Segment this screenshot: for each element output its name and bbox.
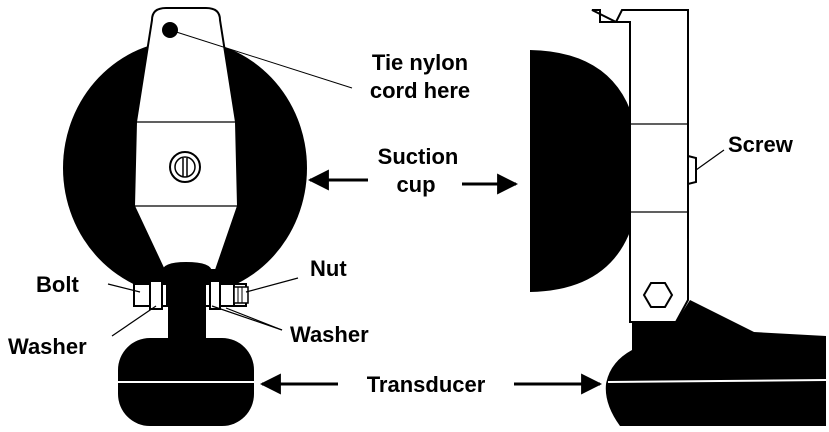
screw-label: Screw [728,132,794,157]
nut-label: Nut [310,256,347,281]
washer-left-leader [111,305,157,337]
front-view [63,7,307,426]
transducer-side [605,300,827,426]
bolt-label: Bolt [36,272,79,297]
bolt-leader [107,283,141,293]
screw-head-front [169,151,201,183]
suction-cup-label-line1: Suction [378,144,459,169]
hex-nut-side [642,282,674,308]
suction-cup-label-line2: cup [396,172,435,197]
tie-cord-leader [169,29,353,89]
transducer-label: Transducer [367,372,486,397]
washer-left-label: Washer [8,334,87,359]
screw-side [687,154,697,186]
nut-leader [245,277,299,293]
washer-right-leader-2 [225,307,283,331]
transducer-front [118,338,254,426]
tie-cord-label-line1: Tie nylon [372,50,468,75]
labels: Tie nylon cord here Suction cup Screw Nu… [8,50,794,397]
screw-leader [695,149,725,171]
mounting-bracket-front [132,7,240,271]
suction-cup-side [530,50,640,292]
leader-lines [107,29,725,395]
tie-cord-label-line2: cord here [370,78,470,103]
washer-right-label: Washer [290,322,369,347]
side-view [530,9,827,426]
bolt-assembly [133,280,249,310]
